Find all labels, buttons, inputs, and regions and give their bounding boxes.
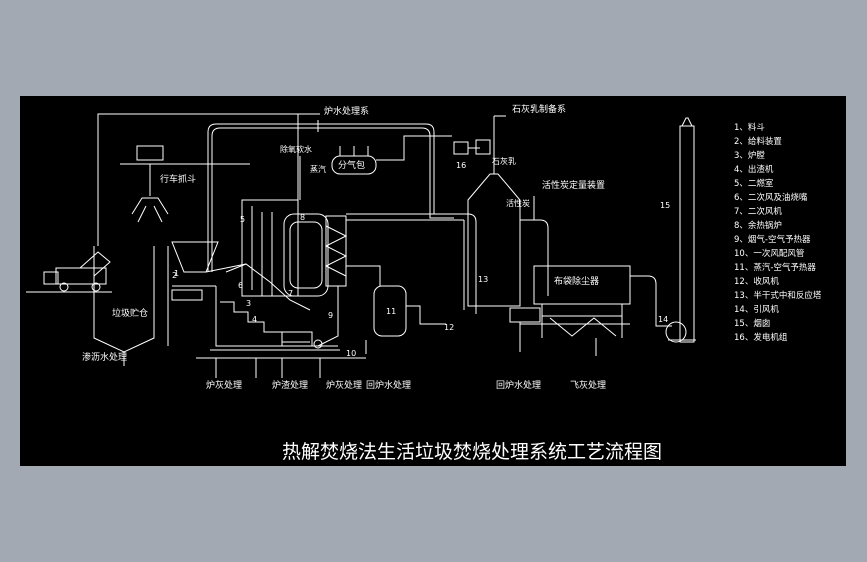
- legend-item: 5、二燃室: [734, 178, 774, 189]
- ash-label-3: 炉灰处理: [326, 379, 362, 391]
- softened-water-label: 除氧软水: [280, 144, 312, 154]
- equipment-number: 14: [658, 315, 668, 324]
- air-preheater: [317, 215, 348, 347]
- equipment-number: 16: [456, 161, 466, 170]
- equipment-number: 15: [660, 201, 670, 210]
- legend-item: 14、引风机: [734, 304, 779, 315]
- equipment-number: 5: [240, 215, 245, 224]
- equipment-number: 1: [174, 269, 179, 278]
- legend-item: 3、炉膛: [734, 150, 765, 161]
- bottom-margin: [0, 466, 867, 562]
- legend-item: 12、收风机: [734, 276, 779, 287]
- equipment-number: 11: [386, 307, 396, 316]
- leachate-label: 渗沥水处理: [82, 351, 127, 363]
- legend-item: 9、烟气-空气予热器: [734, 234, 811, 245]
- equipment-number: 12: [444, 323, 454, 332]
- bottom-lines: [196, 357, 366, 378]
- equipment-number: 6: [238, 281, 243, 290]
- legend-item: 13、半干式中和反应塔: [734, 290, 822, 301]
- secondary-chamber: [241, 199, 329, 297]
- ash-label-1: 炉灰处理: [206, 379, 242, 391]
- legend: 1、料斗 2、给料装置 3、炉膛 4、出渣机 5、二燃室 6、二次风及油烧嘴 7…: [734, 122, 822, 343]
- flue-duct: [346, 213, 477, 314]
- legend-item: 2、给料装置: [734, 136, 782, 147]
- equipment-number: 8: [300, 213, 305, 222]
- legend-item: 16、发电机组: [734, 332, 788, 343]
- return-water-label-2: 回炉水处理: [496, 379, 541, 391]
- drawing-canvas: 行车抓斗 垃圾贮仓 渗沥水处理 炉水处理系 石灰乳制备系 分气包 活性炭定量装置…: [20, 96, 846, 466]
- steam-air-preheater: [346, 265, 446, 354]
- steam-drum-label: 分气包: [338, 159, 365, 171]
- lime-milk-side-label: 石灰乳: [492, 156, 516, 166]
- baghouse: [520, 265, 672, 356]
- activated-carbon-label: 活性炭定量装置: [542, 179, 605, 191]
- legend-item: 11、蒸汽-空气予热器: [734, 262, 816, 273]
- chimney: [679, 117, 695, 343]
- legend-item: 10、一次风配风管: [734, 248, 804, 259]
- ash-label-2: 炉渣处理: [272, 379, 308, 391]
- feed-hopper: [167, 241, 219, 346]
- diagram-title: 热解焚烧法生活垃圾焚烧处理系统工艺流程图: [282, 441, 662, 463]
- equipment-number: 13: [478, 275, 488, 284]
- return-water-label-1: 回炉水处理: [366, 379, 411, 391]
- garbage-bunker: [93, 246, 155, 366]
- legend-item: 4、出渣机: [734, 164, 774, 175]
- equipment-number: 9: [328, 311, 333, 320]
- legend-item: 1、料斗: [734, 122, 765, 133]
- equipment-number: 10: [346, 349, 356, 358]
- equipment-number: 3: [246, 299, 251, 308]
- legend-item: 8、余热锅炉: [734, 220, 782, 231]
- equipment-number: 4: [252, 315, 257, 324]
- equipment-number: 7: [288, 289, 293, 298]
- top-margin: [0, 0, 867, 95]
- activated-carbon-side-label: 活性炭: [506, 198, 530, 208]
- legend-item: 15、烟囱: [734, 318, 770, 329]
- steam-drum: [331, 135, 480, 175]
- furnace: [205, 263, 340, 351]
- fly-ash-label: 飞灰处理: [570, 379, 606, 391]
- bunker-label: 垃圾贮仓: [112, 307, 148, 319]
- steam-label: 蒸汽: [310, 164, 326, 174]
- baghouse-label: 布袋除尘器: [554, 275, 599, 287]
- boiler-water-top-label: 炉水处理系: [324, 105, 369, 117]
- top-pipes: [207, 113, 454, 272]
- legend-item: 7、二次风机: [734, 206, 782, 217]
- crane-structure: [97, 113, 320, 246]
- equipment-number: 2: [172, 271, 177, 280]
- process-flow-diagram: 行车抓斗 垃圾贮仓 渗沥水处理 炉水处理系 石灰乳制备系 分气包 活性炭定量装置…: [26, 103, 822, 463]
- reaction-tower: [467, 115, 549, 352]
- induced-draft-fan: [665, 321, 696, 343]
- legend-item: 6、二次风及油烧嘴: [734, 192, 808, 203]
- lime-milk-top-label: 石灰乳制备系: [512, 103, 566, 115]
- garbage-truck: [26, 251, 112, 293]
- crane-label: 行车抓斗: [160, 173, 196, 185]
